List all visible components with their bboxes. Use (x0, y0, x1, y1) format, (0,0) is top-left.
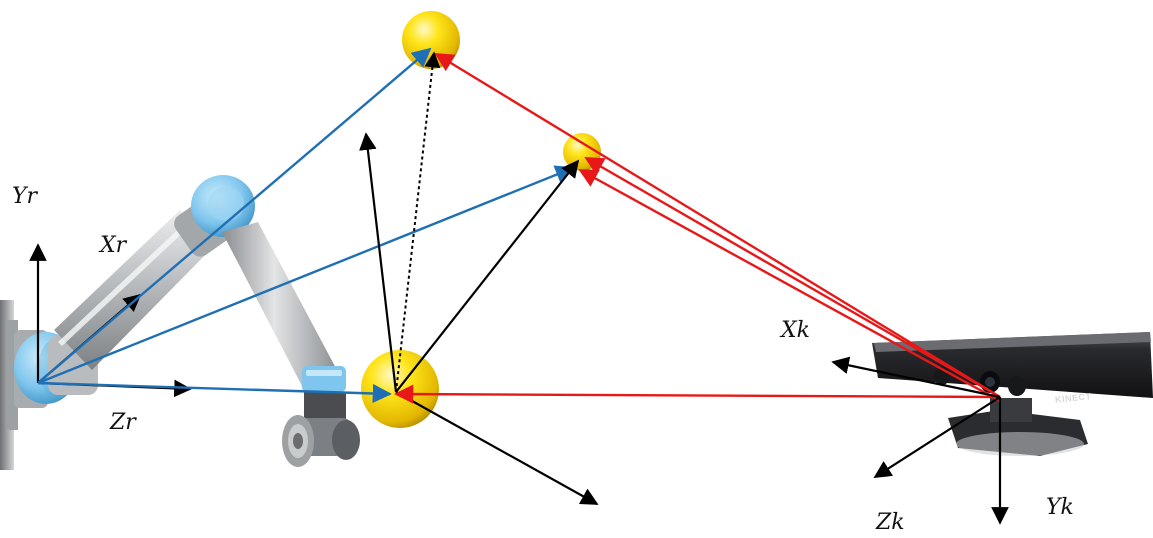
target-sphere-top (402, 11, 460, 69)
kinect-x-axis-label: Xk (781, 318, 810, 343)
kinect-y-axis-label: Yk (1046, 495, 1074, 520)
robot-to-right-sphere-vector (37, 165, 575, 385)
sphere-diagonal-axis (395, 159, 580, 393)
robot-arm (14, 175, 360, 467)
sphere-down-axis (395, 391, 599, 505)
robot-x-axis-label: Xr (100, 233, 127, 258)
kinect-to-right-sphere-vector-2 (578, 168, 1001, 403)
kinect-sensor (872, 332, 1153, 456)
kinect-z-axis-label: Zk (876, 510, 905, 535)
kinect-to-top-sphere-vector (434, 52, 1001, 399)
kinect-brand-label: KINECT (1055, 393, 1092, 405)
sphere-to-top-dotted-vector (395, 51, 441, 393)
robot-to-center-sphere-vector (37, 381, 392, 404)
robot-z-axis-label: Zr (110, 410, 136, 435)
kinect-z-axis (873, 396, 1001, 478)
kinect-to-right-sphere-vector-1 (584, 156, 1001, 399)
robot-to-top-sphere-vector (37, 47, 432, 384)
kinect-x-axis (831, 356, 1001, 399)
robot-y-axis-label: Yr (12, 184, 38, 209)
kinect-to-center-sphere-vector (394, 384, 1001, 404)
sphere-up-axis (359, 132, 398, 393)
